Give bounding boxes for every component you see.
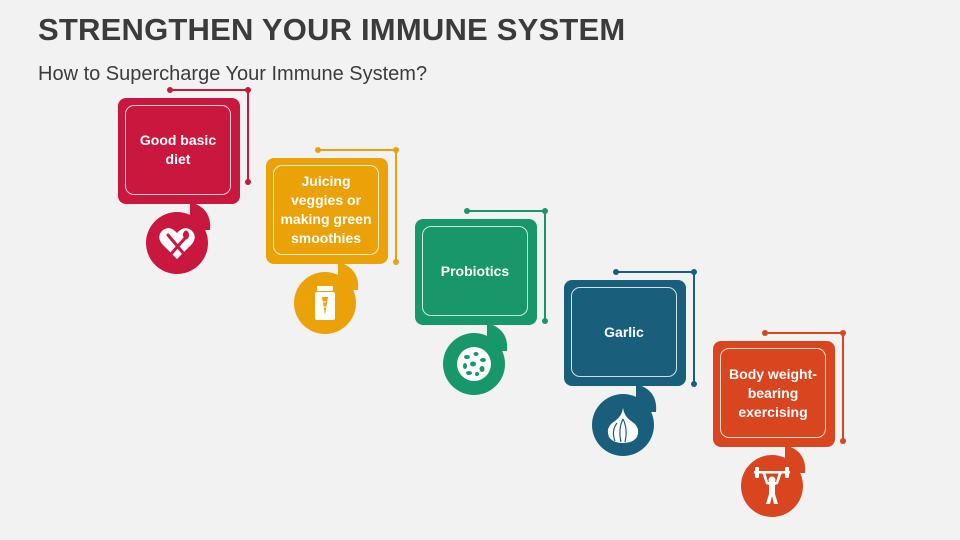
step-icon-badge (592, 394, 654, 456)
step-icon-badge (443, 333, 505, 395)
step-probiotics: Probiotics (415, 208, 565, 409)
step-card: Garlic (564, 280, 686, 386)
step-label: Body weight-bearing exercising (729, 365, 817, 420)
step-good-basic-diet: Good basic diet (118, 87, 268, 288)
heart-fork-spoon-icon (159, 228, 195, 259)
step-garlic: Garlic (564, 269, 714, 470)
step-icon-badge (294, 272, 356, 334)
step-card-inner: Probiotics (422, 226, 528, 316)
garlic-icon (607, 408, 639, 443)
step-icon-badge (741, 455, 803, 517)
step-card: Juicing veggies or making green smoothie… (266, 158, 388, 264)
step-card-inner: Good basic diet (125, 105, 231, 195)
step-icon-badge (146, 212, 208, 274)
step-card: Probiotics (415, 219, 537, 325)
juice-jar-icon (315, 286, 335, 320)
step-label: Probiotics (440, 262, 510, 279)
page-title: STRENGTHEN YOUR IMMUNE SYSTEM (38, 12, 626, 47)
step-body-weight-exercising: Body weight-bearing exercising (713, 330, 863, 531)
page-subtitle: How to Supercharge Your Immune System? (38, 63, 428, 85)
step-card: Good basic diet (118, 98, 240, 204)
step-label: Good basic diet (139, 132, 217, 167)
step-label: Garlic (604, 323, 644, 340)
probiotics-icon (457, 347, 491, 381)
step-card-inner: Juicing veggies or making green smoothie… (273, 165, 379, 255)
step-card-inner: Body weight-bearing exercising (720, 348, 826, 438)
step-card: Body weight-bearing exercising (713, 341, 835, 447)
step-card-inner: Garlic (571, 287, 677, 377)
step-label: Juicing veggies or making green smoothie… (280, 173, 372, 246)
weightlifter-icon (754, 467, 790, 504)
step-juicing-veggies: Juicing veggies or making green smoothie… (266, 147, 416, 348)
